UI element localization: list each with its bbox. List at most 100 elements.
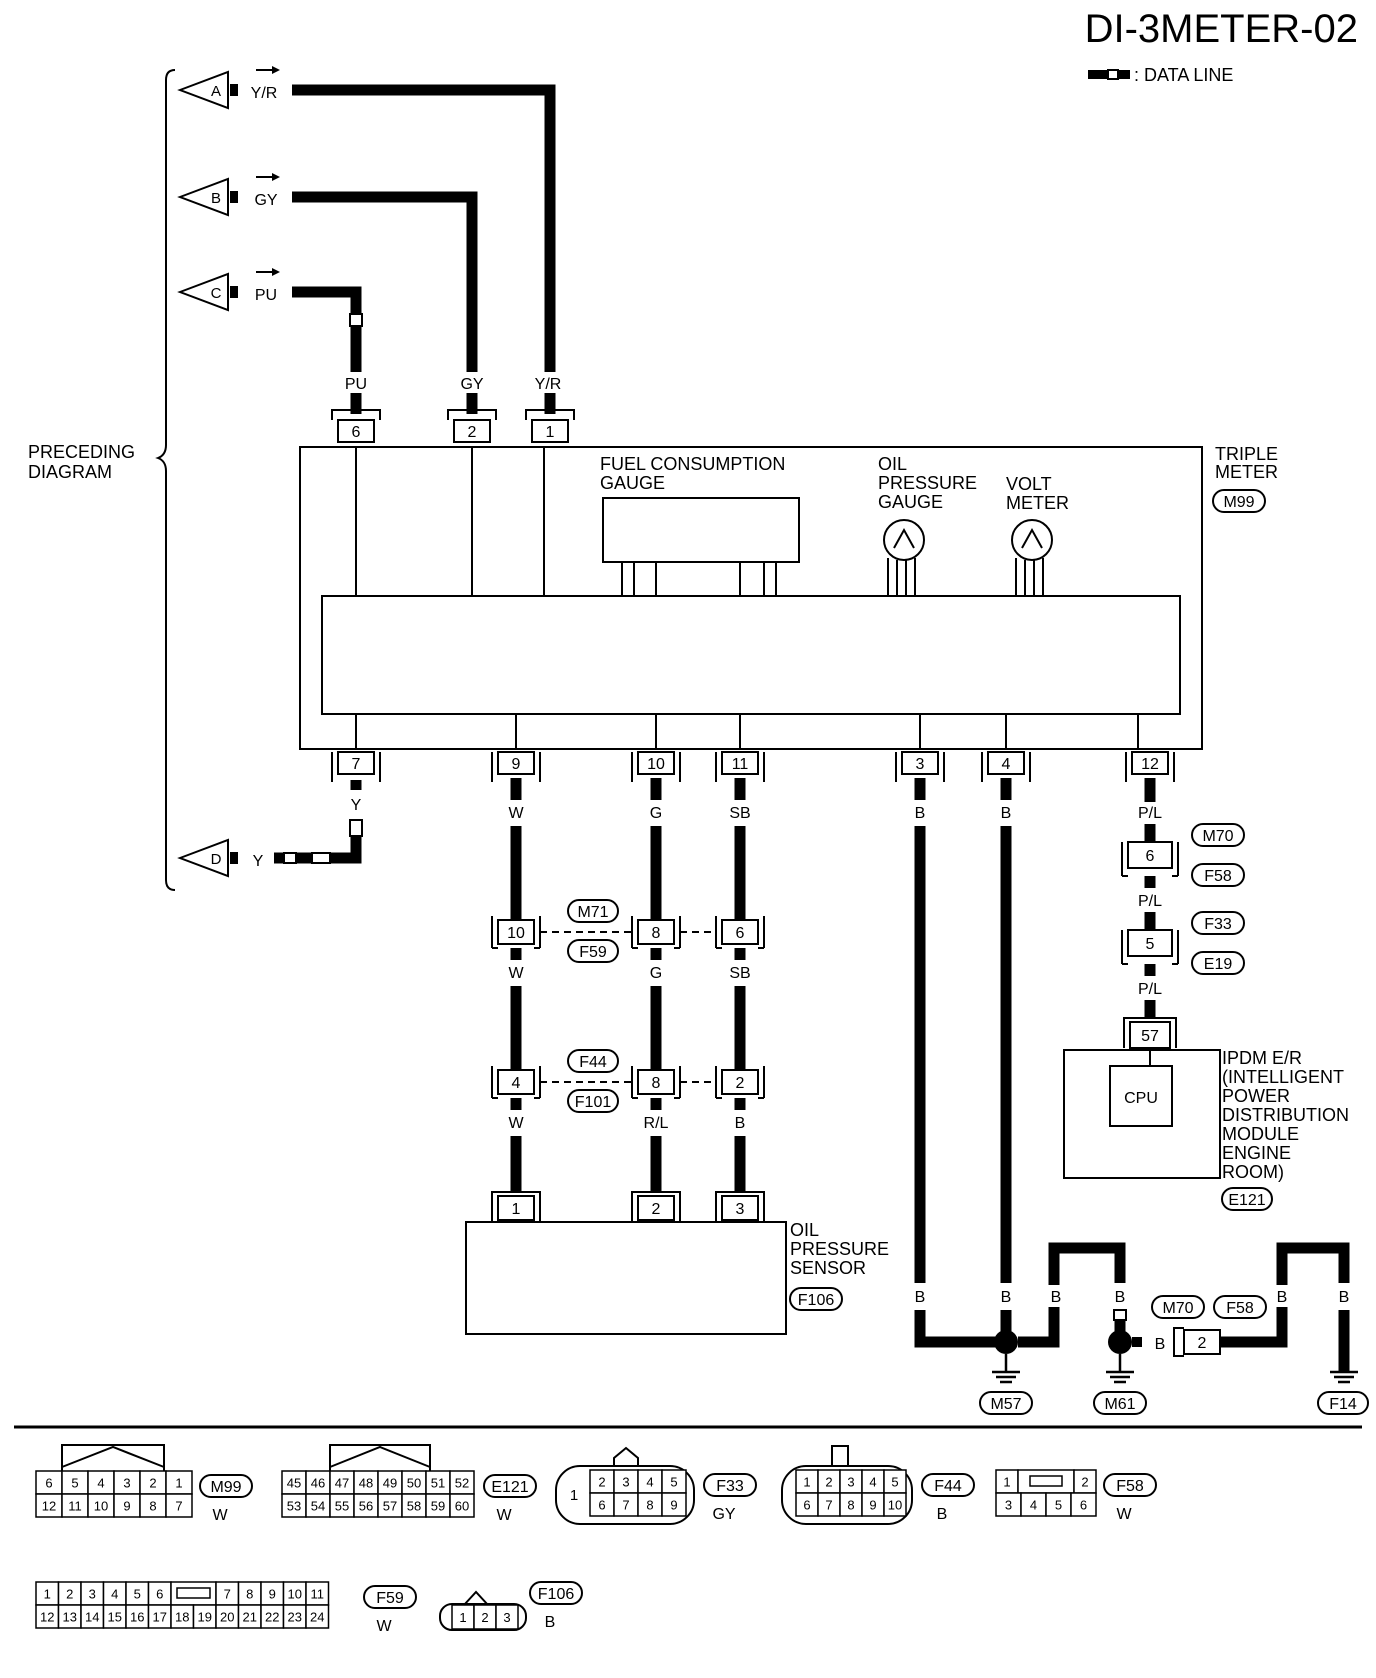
cavity-number: 50 bbox=[407, 1476, 421, 1491]
cavity-number: 60 bbox=[455, 1499, 469, 1514]
cavity-number: 8 bbox=[149, 1499, 156, 1514]
connector-id: F33 bbox=[716, 1478, 744, 1495]
cavity-number: 6 bbox=[1080, 1498, 1087, 1513]
cavity-number: 54 bbox=[311, 1499, 325, 1514]
svg-text:C: C bbox=[211, 285, 222, 302]
arrow-b[interactable]: B GY bbox=[177, 173, 280, 217]
cavity-number: 9 bbox=[123, 1499, 130, 1514]
svg-text:E121: E121 bbox=[1228, 1192, 1265, 1209]
connector-id: M99 bbox=[210, 1479, 241, 1496]
connector-color: W bbox=[1116, 1506, 1132, 1523]
svg-text:GY: GY bbox=[460, 376, 483, 393]
svg-text:F106: F106 bbox=[798, 1292, 835, 1309]
cavity-number: 12 bbox=[42, 1499, 56, 1514]
pl-connector-5: 5 bbox=[1121, 929, 1179, 965]
cavity-number: 55 bbox=[335, 1499, 349, 1514]
bottom-pin-10-connector: 10 bbox=[631, 751, 681, 782]
row2-connector-8: 8 bbox=[631, 1066, 681, 1099]
m71-tag: M71 bbox=[567, 899, 619, 923]
ipdm-cpu bbox=[1109, 1065, 1173, 1127]
svg-text:B: B bbox=[1339, 1289, 1350, 1306]
bottom-pin-12-connector: 12 bbox=[1125, 751, 1175, 782]
bottom-pin-label: 7 bbox=[352, 756, 361, 773]
cavity-number: 7 bbox=[175, 1499, 182, 1514]
cavity-number: 2 bbox=[1081, 1475, 1088, 1490]
cavity-number: 21 bbox=[243, 1610, 257, 1625]
svg-text:2: 2 bbox=[468, 424, 477, 441]
svg-text:4: 4 bbox=[512, 1075, 521, 1092]
svg-text:CPU: CPU bbox=[1124, 1090, 1158, 1107]
cavity-number: 6 bbox=[598, 1498, 605, 1513]
svg-text:D: D bbox=[211, 851, 222, 868]
cavity-number: 2 bbox=[66, 1587, 73, 1602]
cavity-number: 8 bbox=[246, 1587, 253, 1602]
connector-color: W bbox=[496, 1507, 512, 1524]
cavity-number: 8 bbox=[847, 1498, 854, 1513]
cavity-number: 51 bbox=[431, 1476, 445, 1491]
wire-label: R/L bbox=[644, 1115, 669, 1132]
legend-label: : DATA LINE bbox=[1134, 65, 1233, 85]
cavity-number: 24 bbox=[310, 1610, 324, 1625]
cavity-number: 1 bbox=[803, 1475, 810, 1490]
cavity-number: 47 bbox=[335, 1476, 349, 1491]
pin-6-connector: 6 bbox=[331, 409, 381, 443]
svg-text:GY: GY bbox=[254, 192, 277, 209]
bottom-pin-3-connector: 3 bbox=[895, 751, 945, 782]
cavity-number: 45 bbox=[287, 1476, 301, 1491]
cavity-number: 9 bbox=[670, 1498, 677, 1513]
oil-pressure-sensor-box bbox=[465, 1221, 787, 1335]
svg-text:M70: M70 bbox=[1202, 828, 1233, 845]
cavity-number: 5 bbox=[1055, 1498, 1062, 1513]
cavity-number: 14 bbox=[85, 1610, 99, 1625]
svg-text:6: 6 bbox=[736, 925, 745, 942]
pin12-wire-label: P/L bbox=[1138, 805, 1162, 822]
svg-text:P/L: P/L bbox=[1138, 893, 1162, 910]
svg-text:8: 8 bbox=[652, 925, 661, 942]
wire-gy bbox=[292, 191, 478, 380]
cavity-number: 52 bbox=[455, 1476, 469, 1491]
wire-label: SB bbox=[729, 805, 750, 822]
cavity-number: 3 bbox=[123, 1476, 130, 1491]
wire-label: G bbox=[650, 805, 662, 822]
cavity-number: 1 bbox=[175, 1476, 182, 1491]
pin4-wire-label: B bbox=[1001, 805, 1012, 822]
arrow-c[interactable]: C PU bbox=[177, 268, 280, 312]
svg-text:B: B bbox=[211, 190, 221, 207]
sensor-wiring-columns: W10W4W1VDDG8G8R/L2VOUTSB6SB2B3GNDM71F59F… bbox=[491, 778, 765, 1264]
cavity-number: 11 bbox=[68, 1499, 82, 1514]
svg-text:M57: M57 bbox=[990, 1396, 1021, 1413]
pin-1-connector: 1 bbox=[525, 409, 575, 443]
svg-text:2: 2 bbox=[652, 1201, 661, 1218]
f44-tag: F44 bbox=[567, 1049, 619, 1073]
cavity-number: 49 bbox=[383, 1476, 397, 1491]
svg-text:8: 8 bbox=[652, 1075, 661, 1092]
cavity-number: 6 bbox=[803, 1498, 810, 1513]
bottom-pin-label: 10 bbox=[647, 756, 665, 773]
cavity-number: 53 bbox=[287, 1499, 301, 1514]
ground-f14: F14 bbox=[1317, 1391, 1369, 1415]
connector-id: F44 bbox=[934, 1478, 962, 1495]
svg-text:M99: M99 bbox=[1223, 494, 1254, 511]
cavity-number: 17 bbox=[153, 1610, 167, 1625]
sensor-pin-3: 3 bbox=[715, 1191, 765, 1222]
svg-text:F101: F101 bbox=[575, 1094, 612, 1111]
arrow-a[interactable]: A Y/R bbox=[177, 66, 280, 110]
triple-meter-inner bbox=[321, 595, 1181, 715]
svg-text:Y/R: Y/R bbox=[535, 376, 562, 393]
svg-text:F33: F33 bbox=[1204, 916, 1232, 933]
connector-id: F106 bbox=[538, 1586, 575, 1603]
svg-text:1: 1 bbox=[570, 1487, 578, 1504]
cavity-number: 15 bbox=[108, 1610, 122, 1625]
arrow-d[interactable]: D Y bbox=[177, 838, 264, 878]
cavity-number: 2 bbox=[481, 1610, 488, 1625]
